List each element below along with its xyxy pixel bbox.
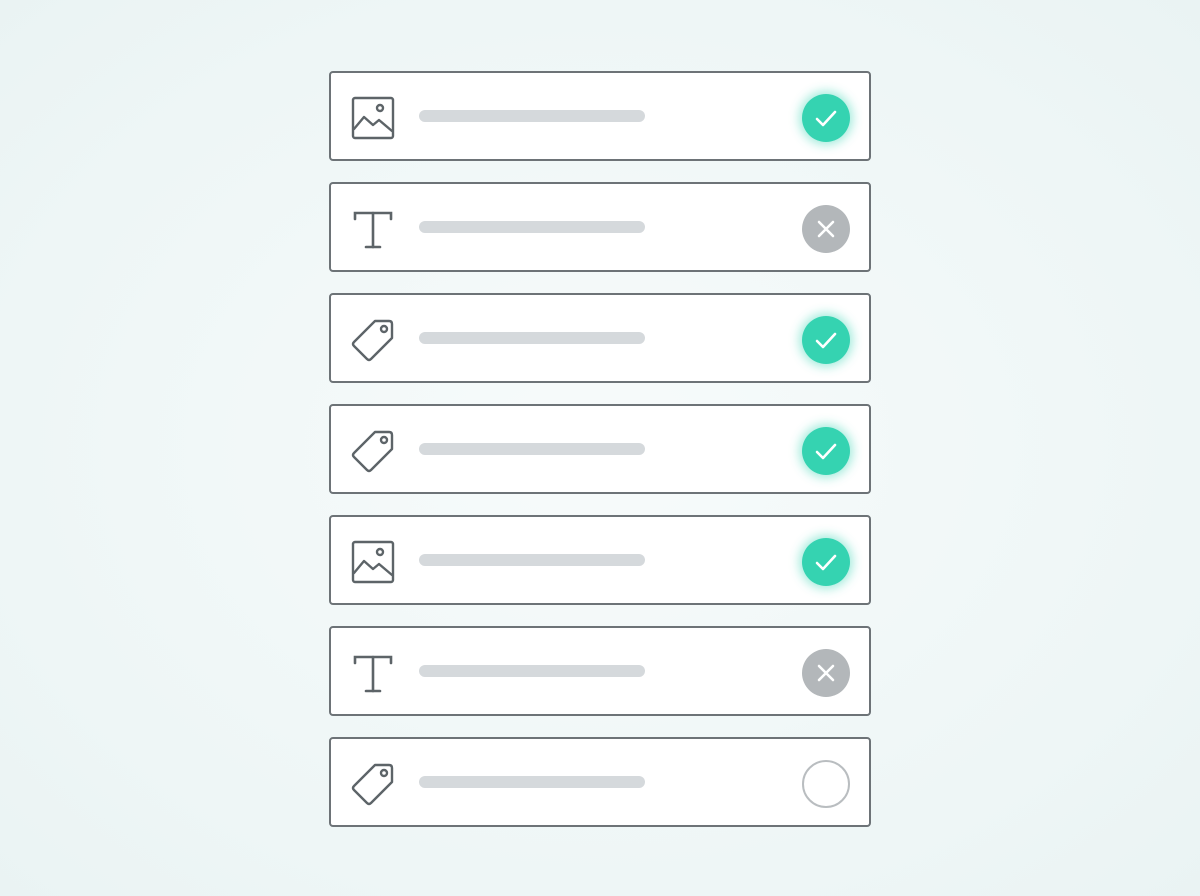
list-item[interactable] bbox=[329, 182, 871, 272]
empty-circle-icon[interactable] bbox=[802, 760, 850, 808]
list-item[interactable] bbox=[329, 515, 871, 605]
text-icon bbox=[349, 649, 397, 697]
tag-icon bbox=[349, 427, 397, 475]
list-item[interactable] bbox=[329, 293, 871, 383]
image-icon bbox=[349, 94, 397, 142]
item-list bbox=[329, 71, 871, 827]
list-item[interactable] bbox=[329, 626, 871, 716]
placeholder-text-bar bbox=[419, 554, 645, 566]
placeholder-text-bar bbox=[419, 332, 645, 344]
x-circle-icon[interactable] bbox=[802, 649, 850, 697]
check-circle-icon[interactable] bbox=[802, 316, 850, 364]
placeholder-text-bar bbox=[419, 221, 645, 233]
text-icon bbox=[349, 205, 397, 253]
check-circle-icon[interactable] bbox=[802, 94, 850, 142]
image-icon bbox=[349, 538, 397, 586]
placeholder-text-bar bbox=[419, 110, 645, 122]
check-circle-icon[interactable] bbox=[802, 427, 850, 475]
placeholder-text-bar bbox=[419, 665, 645, 677]
placeholder-text-bar bbox=[419, 776, 645, 788]
list-item[interactable] bbox=[329, 71, 871, 161]
placeholder-text-bar bbox=[419, 443, 645, 455]
check-circle-icon[interactable] bbox=[802, 538, 850, 586]
list-item[interactable] bbox=[329, 404, 871, 494]
x-circle-icon[interactable] bbox=[802, 205, 850, 253]
tag-icon bbox=[349, 760, 397, 808]
tag-icon bbox=[349, 316, 397, 364]
list-item[interactable] bbox=[329, 737, 871, 827]
